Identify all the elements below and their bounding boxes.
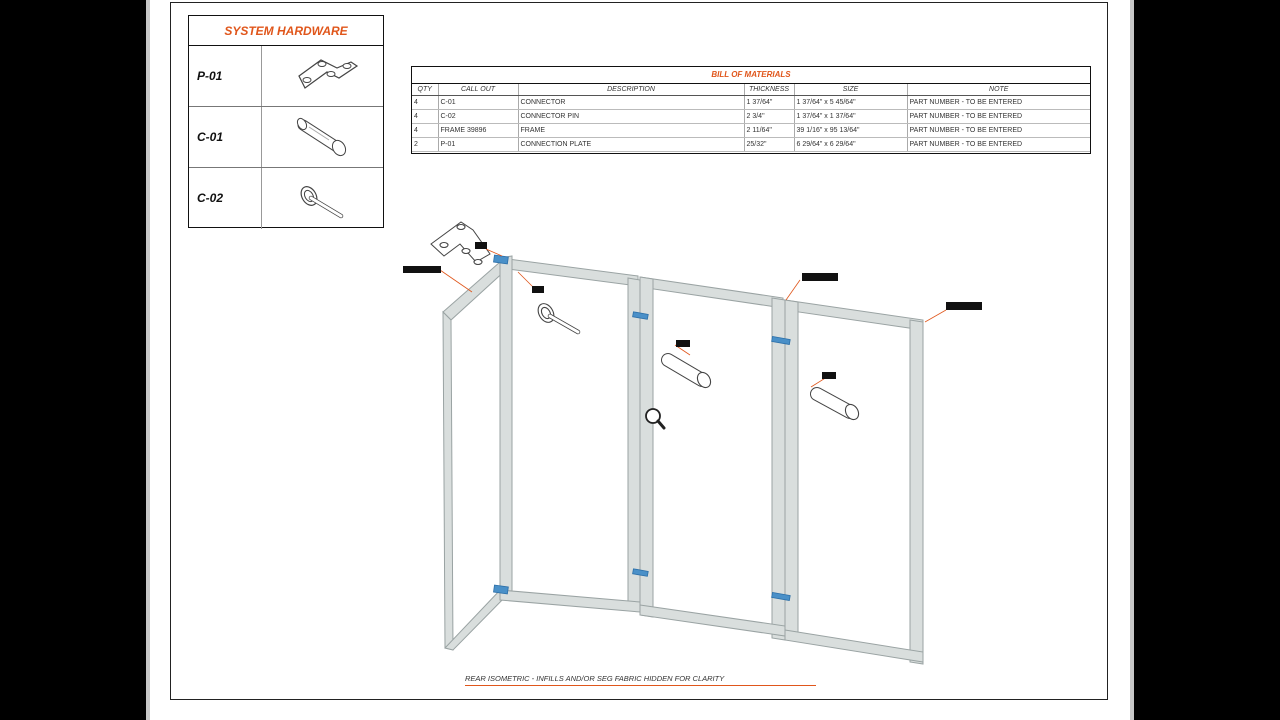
bom-cell: 1 37/64" x 1 37/64" xyxy=(794,109,908,124)
connectors xyxy=(493,254,791,601)
table-row: 2 P-01 CONNECTION PLATE 25/32" 6 29/64" … xyxy=(412,137,1090,152)
bom-cell: 4 xyxy=(412,123,439,138)
isometric-frame-drawing xyxy=(403,221,982,665)
callout-tag xyxy=(802,273,838,281)
bom-cell: 2 xyxy=(412,137,439,152)
bom-cell: 1 37/64" x 5 45/64" xyxy=(794,95,908,110)
bom-cell: PART NUMBER - TO BE ENTERED xyxy=(907,109,1090,124)
hardware-label: C-01 xyxy=(197,130,224,144)
bom-cell: C-02 xyxy=(438,109,519,124)
zoom-cursor-icon xyxy=(645,408,666,430)
bom-cell: 2 11/64" xyxy=(744,123,795,138)
bom-cell: 1 37/64" xyxy=(744,95,795,110)
callout-tag xyxy=(403,266,441,273)
sheet-border xyxy=(170,2,1108,700)
callout-tag xyxy=(475,242,487,249)
bom-header-size: SIZE xyxy=(794,84,908,96)
bom-cell: FRAME 39896 xyxy=(438,123,519,138)
frame-panel-1 xyxy=(499,255,641,613)
bom-cell: 25/32" xyxy=(744,137,795,152)
bom-cell: 6 29/64" x 6 29/64" xyxy=(794,137,908,152)
system-hardware-panel: SYSTEM HARDWARE P-01 C-01 xyxy=(188,15,384,229)
hardware-label: P-01 xyxy=(197,69,223,83)
connector-pin-icon xyxy=(300,186,344,219)
drawing-caption: REAR ISOMETRIC - INFILLS AND/OR SEG FABR… xyxy=(465,674,816,686)
bom-cell: PART NUMBER - TO BE ENTERED xyxy=(907,137,1090,152)
table-row: 4 FRAME 39896 FRAME 2 11/64" 39 1/16" x … xyxy=(412,123,1090,138)
callout-tag xyxy=(822,372,836,379)
bom-cell: PART NUMBER - TO BE ENTERED xyxy=(907,95,1090,110)
bom-cell: CONNECTOR PIN xyxy=(518,109,745,124)
hardware-row-p01: P-01 xyxy=(189,46,383,107)
row-divider xyxy=(261,107,262,167)
bom-header-thickness: THICKNESS xyxy=(744,84,795,96)
bom-cell: P-01 xyxy=(438,137,519,152)
frame-panel-2 xyxy=(639,276,786,641)
left-return-frame xyxy=(442,261,511,651)
bom-cell: 39 1/16" x 95 13/64" xyxy=(794,123,908,138)
bom-cell: FRAME xyxy=(518,123,745,138)
drawing-sheet[interactable]: SYSTEM HARDWARE P-01 C-01 xyxy=(150,0,1130,720)
callout-tags xyxy=(403,242,982,379)
row-divider xyxy=(261,46,262,106)
table-row: 4 C-01 CONNECTOR 1 37/64" 1 37/64" x 5 4… xyxy=(412,95,1090,110)
bom-cell: 2 3/4" xyxy=(744,109,795,124)
bom-header-row: QTY CALL OUT DESCRIPTION THICKNESS SIZE … xyxy=(412,84,1090,96)
caption-text: REAR ISOMETRIC - INFILLS AND/OR SEG FABR… xyxy=(465,674,725,683)
connector-icon xyxy=(296,117,347,157)
exploded-parts xyxy=(430,221,860,421)
frame-panel-3 xyxy=(784,299,924,665)
bom-header-qty: QTY xyxy=(412,84,439,96)
bom-cell: CONNECTION PLATE xyxy=(518,137,745,152)
callout-tag xyxy=(676,340,690,347)
bom-cell: CONNECTOR xyxy=(518,95,745,110)
connection-plate-icon xyxy=(298,59,359,89)
bom-header-description: DESCRIPTION xyxy=(518,84,745,96)
callout-tag xyxy=(532,286,544,293)
bom-cell: 4 xyxy=(412,95,439,110)
bom-title: BILL OF MATERIALS xyxy=(412,67,1090,84)
bom-cell: 4 xyxy=(412,109,439,124)
bom-header-note: NOTE xyxy=(907,84,1090,96)
bom-cell: PART NUMBER - TO BE ENTERED xyxy=(907,123,1090,138)
bill-of-materials: BILL OF MATERIALS QTY CALL OUT DESCRIPTI… xyxy=(411,66,1091,154)
bom-table: QTY CALL OUT DESCRIPTION THICKNESS SIZE … xyxy=(412,84,1090,152)
bom-header-callout: CALL OUT xyxy=(438,84,519,96)
hardware-row-c02: C-02 xyxy=(189,168,383,229)
system-hardware-title: SYSTEM HARDWARE xyxy=(189,16,383,46)
bom-cell: C-01 xyxy=(438,95,519,110)
callout-tag xyxy=(946,302,982,310)
row-divider xyxy=(261,168,262,229)
hardware-label: C-02 xyxy=(197,191,224,205)
table-row: 4 C-02 CONNECTOR PIN 2 3/4" 1 37/64" x 1… xyxy=(412,109,1090,124)
hardware-row-c01: C-01 xyxy=(189,107,383,168)
